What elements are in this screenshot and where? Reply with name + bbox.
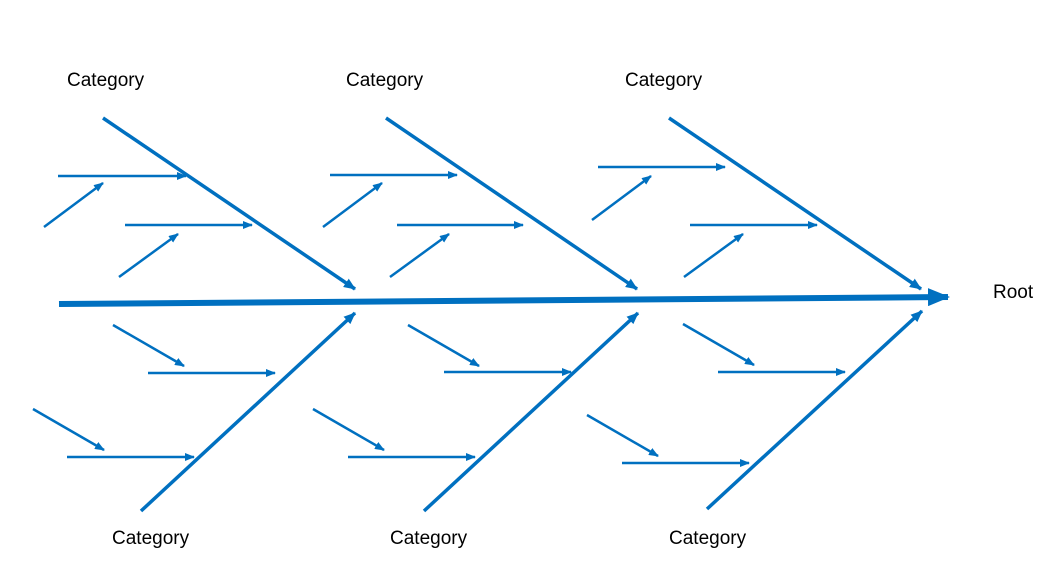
- sub-cause-arrow: [43, 181, 104, 229]
- sub-cause-arrow: [322, 181, 383, 229]
- main-bone: [385, 116, 638, 291]
- category-label-top-2: Category: [346, 70, 424, 91]
- category-label-bottom-1: Category: [112, 528, 190, 549]
- sub-cause-arrow: [407, 323, 480, 368]
- sub-cause-arrow: [389, 232, 450, 279]
- category-label-bottom-2: Category: [390, 528, 468, 549]
- sub-cause-arrow: [112, 323, 185, 368]
- category-label-bottom-3: Category: [669, 528, 747, 549]
- main-bone: [705, 309, 924, 511]
- sub-cause-arrow: [312, 407, 385, 452]
- bottom-bone-1: [32, 311, 357, 513]
- main-bone: [668, 116, 922, 291]
- top-bone-3: [591, 116, 922, 291]
- sub-cause-arrow: [118, 232, 179, 279]
- bottom-bone-3: [586, 309, 924, 511]
- spine-arrow: [58, 288, 950, 307]
- sub-cause-arrow: [591, 174, 652, 222]
- top-bone-2: [322, 116, 638, 291]
- bottom-bone-2: [312, 311, 640, 513]
- top-bone-1: [43, 116, 356, 291]
- sub-cause-arrow: [683, 232, 744, 279]
- category-label-top-1: Category: [67, 70, 145, 91]
- sub-cause-arrow: [586, 413, 659, 458]
- root-label: Root: [993, 282, 1034, 303]
- sub-cause-arrow: [32, 407, 105, 452]
- main-bone: [422, 311, 640, 513]
- sub-cause-arrow: [682, 322, 755, 367]
- category-label-top-3: Category: [625, 70, 703, 91]
- main-bone: [102, 116, 356, 291]
- main-bone: [139, 311, 357, 513]
